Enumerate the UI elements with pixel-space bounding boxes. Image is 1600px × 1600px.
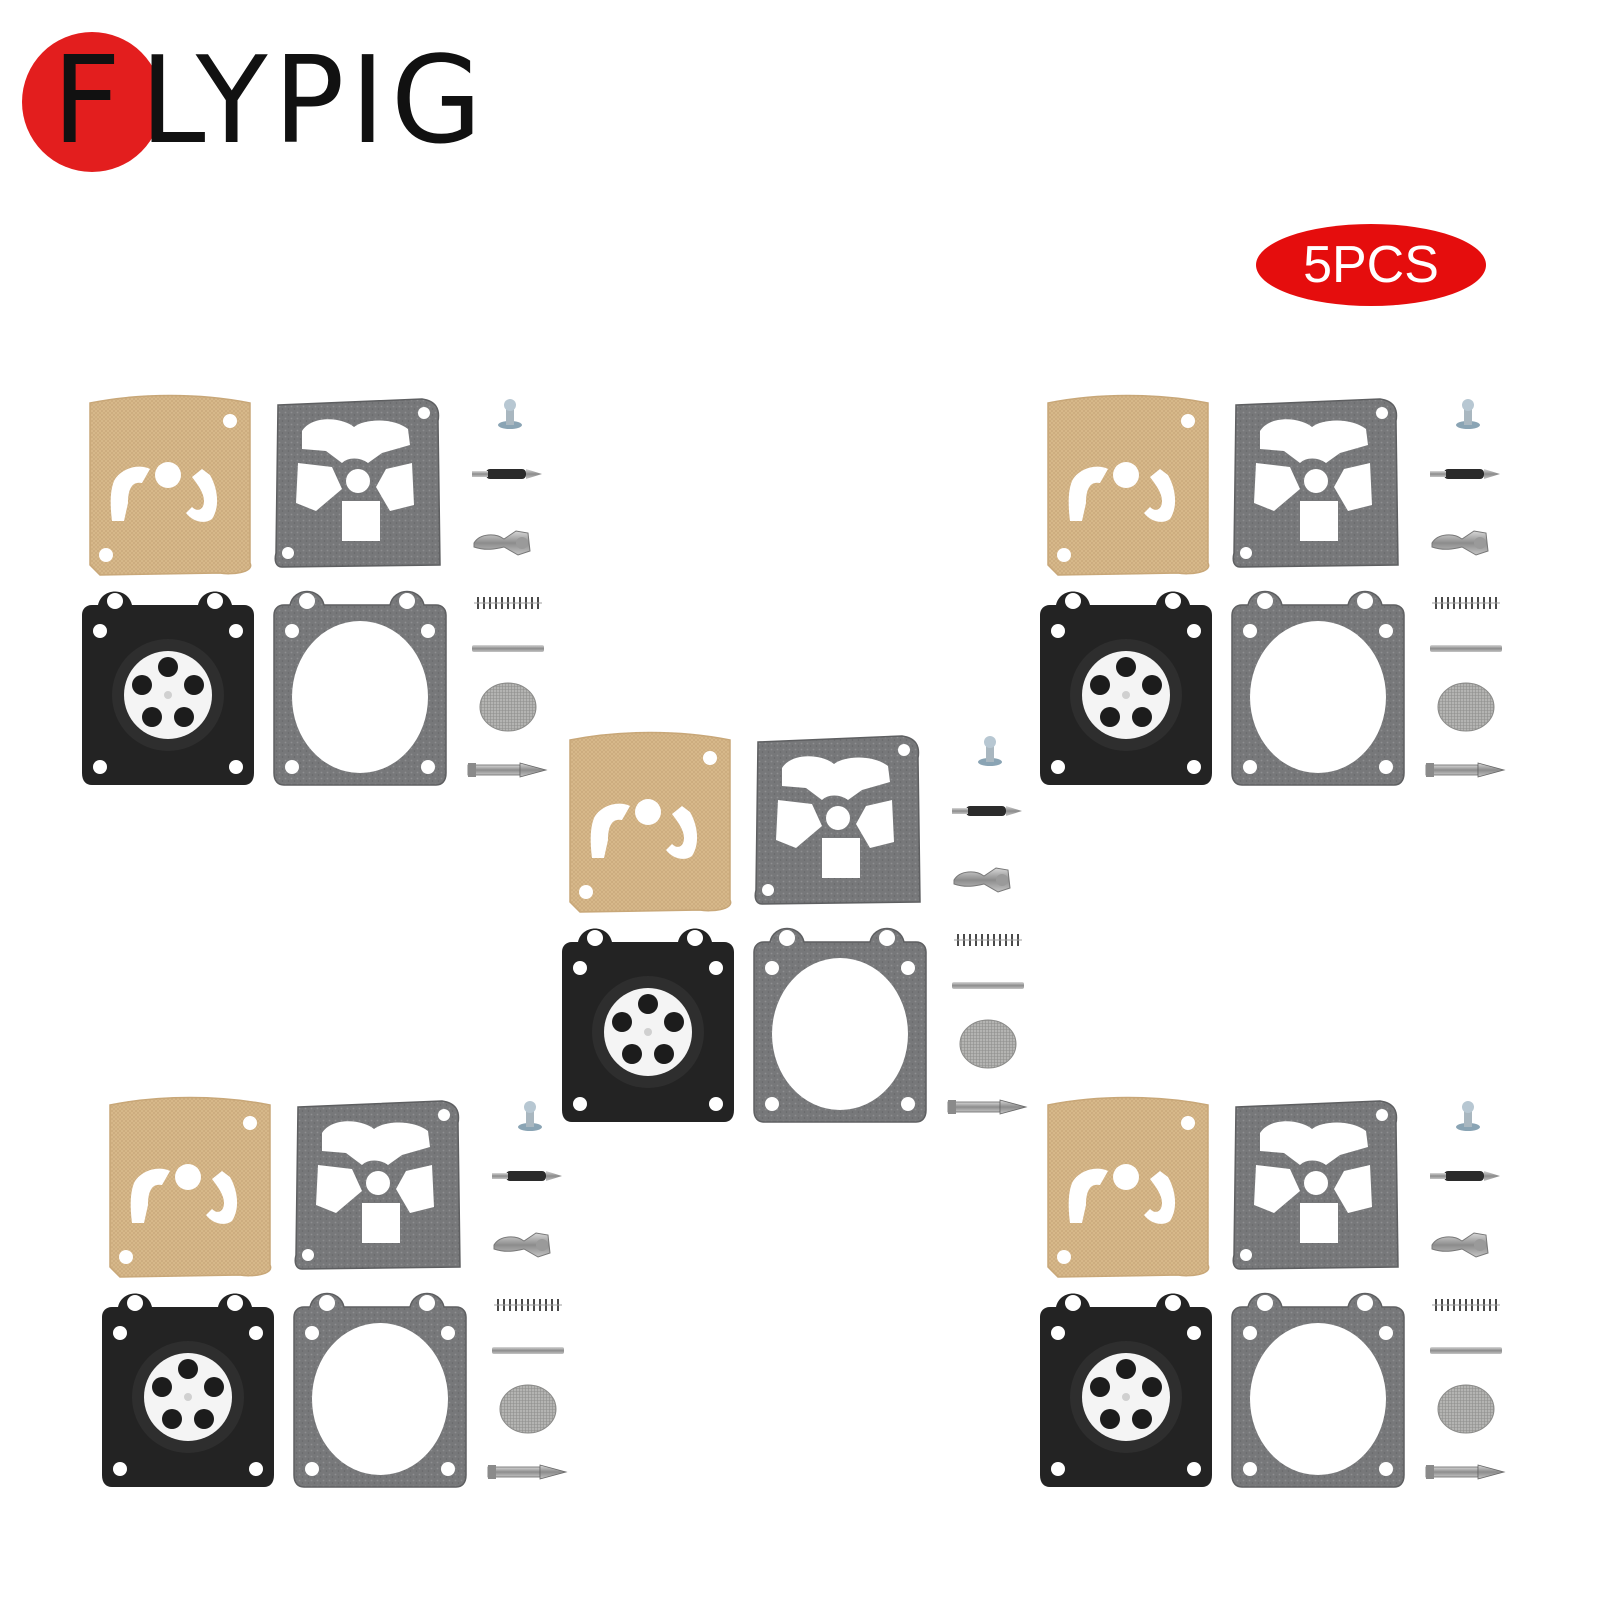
kit-set-center — [561, 731, 1027, 1123]
kit-set-bottom-right — [1039, 1096, 1505, 1488]
brand-logo: F LYPIG — [22, 32, 562, 182]
quantity-badge: 5PCS — [1256, 224, 1486, 306]
kit-set-top-left — [81, 394, 547, 786]
quantity-badge-label: 5PCS — [1303, 236, 1439, 294]
logo-red-circle — [22, 32, 162, 172]
kit-set-bottom-left — [101, 1096, 567, 1488]
kit-set-top-right — [1039, 394, 1505, 786]
logo-first-letter: F — [52, 32, 122, 171]
logo-brand-text: LYPIG — [140, 32, 488, 171]
